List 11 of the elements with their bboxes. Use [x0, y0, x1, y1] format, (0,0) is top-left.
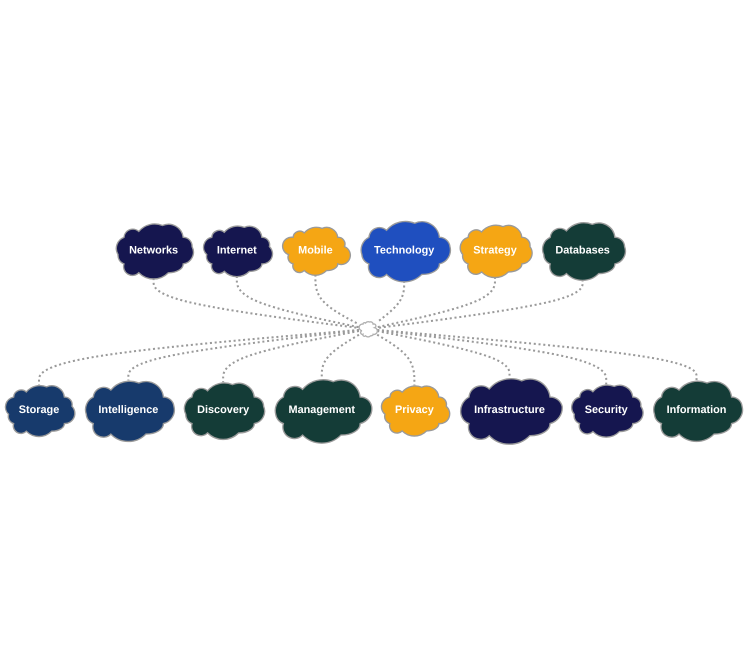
node-cloud [358, 321, 378, 338]
connector [377, 329, 698, 380]
connector [320, 334, 360, 379]
connector [377, 280, 584, 330]
connector [377, 330, 511, 378]
connector [376, 334, 416, 386]
connector [314, 274, 360, 326]
connector [377, 329, 608, 384]
connector [38, 329, 360, 385]
connector [127, 329, 360, 380]
connector [222, 330, 360, 382]
